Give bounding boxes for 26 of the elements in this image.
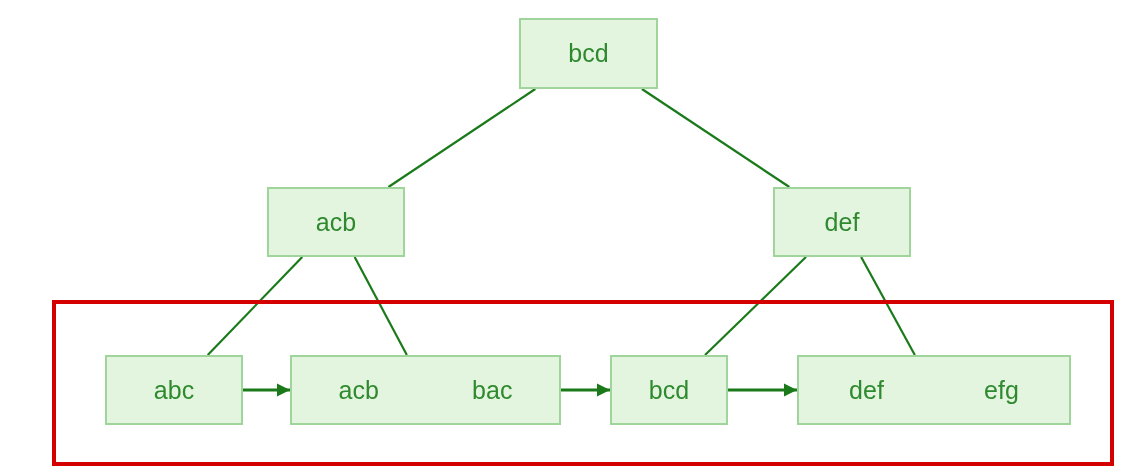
node-label: acb [338, 375, 379, 405]
node-box [610, 355, 728, 425]
node-label: efg [984, 375, 1019, 405]
connector-line [860, 256, 916, 356]
node-label: bcd [568, 39, 609, 68]
group-frame [52, 300, 1114, 466]
connector-line [387, 88, 536, 188]
connector-line [206, 256, 304, 356]
node-label: abc [153, 375, 195, 405]
node-box [105, 355, 243, 425]
node-box [267, 187, 405, 257]
arrow [561, 383, 610, 397]
arrow [243, 383, 290, 397]
node-label: bac [472, 375, 513, 405]
arrow [728, 383, 797, 397]
node-box [773, 187, 911, 257]
node-box [519, 18, 658, 89]
connector-line [353, 256, 408, 356]
node-box [797, 355, 1071, 425]
connector-line [641, 88, 790, 188]
node-label: acb [315, 207, 357, 237]
node-label: def [849, 375, 884, 405]
node-label: bcd [648, 375, 690, 405]
node-box [290, 355, 561, 425]
connector-line [704, 256, 807, 356]
node-label: def [824, 207, 860, 237]
